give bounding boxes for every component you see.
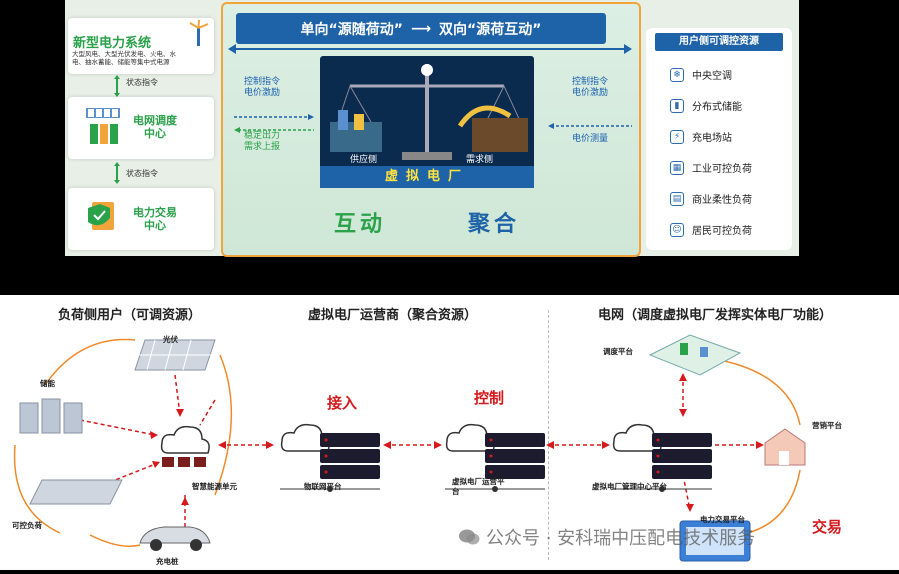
section-divider <box>548 310 550 560</box>
grid-dispatch-icon <box>86 106 122 146</box>
trade-center-label: 电力交易 中心 <box>133 206 177 232</box>
banner-part-2: 双向“源荷互动” <box>439 21 542 38</box>
factory-icon: ▦ <box>670 160 684 175</box>
trade-label: 交易 <box>812 518 843 536</box>
resource-label: 充电场站 <box>692 133 732 144</box>
dashed-arrow-icon <box>548 114 632 129</box>
pv-label: 光伏 <box>163 335 178 344</box>
demand-side-label: 需求侧 <box>466 155 494 165</box>
building-icon: ▤ <box>670 191 684 206</box>
status-command-label-2: 状态指令 <box>126 169 158 178</box>
resource-item: ❄ 中央空调 <box>670 67 752 82</box>
updown-arrow-icon <box>114 75 120 97</box>
smart-energy-unit-label: 智慧能源单元 <box>192 482 237 491</box>
resource-item: ▤ 商业柔性负荷 <box>670 191 752 206</box>
control-label: 控制 <box>474 389 505 407</box>
resource-label: 工业可控负荷 <box>692 164 752 175</box>
aggregate-word: 聚合 <box>468 211 521 237</box>
resources-list: ❄ 中央空调 ▮ 分布式储能 ⚡ 充电场站 ▦ 工业可控负荷 ▤ 商业柔性负荷 ☺ 居民可控… <box>670 67 752 237</box>
power-system-title: 新型电力系统 <box>73 36 152 51</box>
bottom-connections <box>0 295 899 570</box>
resource-item: ▮ 分布式储能 <box>670 98 752 113</box>
vpp-mgmt-center-label: 虚拟电厂管理中心平台 <box>592 482 667 491</box>
updown-arrow-icon <box>114 162 120 184</box>
dispatch-platform-label: 调度平台 <box>603 347 633 356</box>
resource-label: 商业柔性负荷 <box>692 195 752 206</box>
wechat-icon <box>458 528 480 546</box>
power-system-card <box>68 18 214 74</box>
right-control-label: 控制指令 电价激励 <box>572 77 609 98</box>
iot-platform-label: 物联网平台 <box>304 482 342 491</box>
power-system-desc-2: 电、抽水蓄能、储能等集中式电源 <box>72 58 170 66</box>
grid-title: 电网（调度虚拟电厂发挥实体电厂功能） <box>598 308 833 323</box>
price-measure-label: 电价测量 <box>572 134 609 144</box>
trade-shield-icon <box>86 200 116 234</box>
marketing-platform-label: 营销平台 <box>812 421 842 430</box>
controllable-load-label: 可控负荷 <box>12 521 42 530</box>
dispatch-center-label: 电网调度 中心 <box>133 114 177 140</box>
status-command-label-1: 状态指令 <box>126 78 158 87</box>
vpp-label: 虚拟电厂 <box>320 166 534 188</box>
watermark: 公众号 · 安科瑞中压配电技术服务 <box>458 524 755 550</box>
interact-word: 互动 <box>334 211 387 237</box>
vpp-ops-platform-label: 虚拟电厂运营平 台 <box>452 477 505 496</box>
power-system-desc-1: 大型风电、大型光伏发电、火电、水 <box>72 50 176 58</box>
dashed-arrow-icon <box>234 118 314 133</box>
watermark-text: 公众号 · 安科瑞中压配电技术服务 <box>486 528 756 549</box>
wind-turbine-icon <box>188 19 210 46</box>
battery-icon: ▮ <box>670 98 684 113</box>
right-arrow-icon: ⟶ <box>410 20 432 37</box>
storage-label: 储能 <box>40 379 55 388</box>
people-icon: ☺ <box>670 222 684 237</box>
operator-title: 虚拟电厂运营商（聚合资源） <box>308 308 478 323</box>
supply-side-label: 供应侧 <box>350 155 378 165</box>
charger-icon: ⚡ <box>670 129 684 144</box>
resource-item: ▦ 工业可控负荷 <box>670 160 752 175</box>
trading-platform-label: 电力交易平台 <box>700 515 745 524</box>
resource-item: ⚡ 充电场站 <box>670 129 752 144</box>
resource-label: 居民可控负荷 <box>692 226 752 237</box>
left-stable-output-label: 稳定出力 需求上报 <box>244 131 281 152</box>
load-side-title: 负荷侧用户（可调资源） <box>58 308 202 323</box>
banner-part-1: 单向“源随荷动” <box>300 21 403 38</box>
dashed-arrow-icon <box>234 105 314 120</box>
resource-label: 中央空调 <box>692 71 732 82</box>
double-arrow-icon <box>228 40 632 54</box>
left-control-label: 控制指令 电价激励 <box>244 77 281 98</box>
snowflake-icon: ❄ <box>670 67 684 82</box>
resources-title: 用户侧可调控资源 <box>655 33 783 51</box>
resource-item: ☺ 居民可控负荷 <box>670 222 752 237</box>
charging-pile-label: 充电桩 <box>156 557 179 566</box>
banner: 单向“源随荷动” ⟶ 双向“源荷互动” <box>236 13 606 44</box>
access-label: 接入 <box>327 394 358 412</box>
resource-label: 分布式储能 <box>692 102 742 113</box>
